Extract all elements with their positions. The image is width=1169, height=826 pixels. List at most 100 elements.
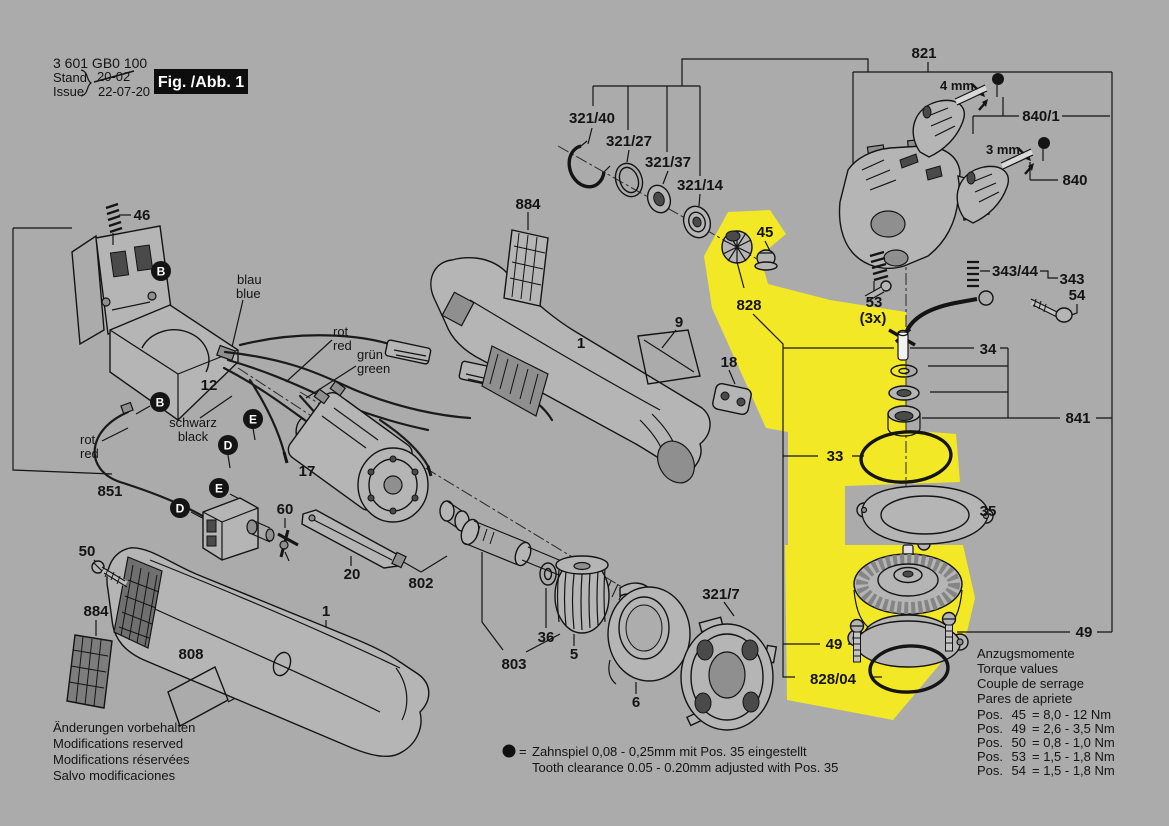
wire-label-gruen: grün (357, 347, 383, 362)
tooth-note-equals: = (519, 744, 527, 759)
part-ring-321-27 (614, 162, 644, 198)
revision-line-en: Modifications reserved (53, 736, 183, 751)
part-o-ring-828-04 (868, 644, 950, 694)
torque-row-pos: Pos. (977, 749, 1003, 764)
callout-841: 841 (1065, 410, 1090, 427)
marker-b-2: B (150, 392, 170, 412)
torque-row-value: = 1,5 - 1,8 Nm (1032, 749, 1115, 764)
callout-20: 20 (344, 566, 361, 583)
part-o-ring-33 (859, 430, 953, 484)
wire-label-red: red (333, 338, 352, 353)
callout-828: 828 (736, 297, 761, 314)
marker-d-1: D (218, 435, 238, 455)
revision-line-es: Salvo modificaciones (53, 768, 176, 783)
callout-50: 50 (79, 543, 96, 560)
part-washer-34 (890, 364, 918, 378)
callout-1-bottom: 1 (322, 603, 330, 620)
callout-802: 802 (408, 575, 433, 592)
callout-808: 808 (178, 646, 203, 663)
part-spring-46 (105, 202, 123, 245)
part-bolt-54 (1030, 298, 1073, 323)
torque-table: Anzugsmomente Torque values Couple de se… (977, 646, 1115, 778)
callout-35: 35 (980, 503, 997, 520)
part-damper-18 (712, 382, 752, 416)
part-handle-housing-1 (106, 547, 430, 758)
callout-1-top: 1 (577, 335, 585, 352)
torque-row-value: = 8,0 - 12 Nm (1032, 707, 1111, 722)
part-brush-plate (71, 225, 173, 346)
part-clamp-housing-821 (838, 138, 990, 270)
torque-heading-en: Torque values (977, 661, 1058, 676)
callout-9: 9 (675, 314, 683, 331)
stand-label: Stand (53, 70, 87, 85)
marker-e-1: E (243, 409, 263, 429)
part-nut-45 (754, 249, 778, 271)
torque-heading-es: Pares de apriete (977, 691, 1072, 706)
header-block: 3 601 GB0 100 Stand Issue 20-02 22-07-20… (53, 55, 248, 99)
wire-label-blau: blau (237, 272, 262, 287)
figure-label-box (154, 69, 248, 94)
part-stator-12 (109, 304, 239, 421)
part-lever-840-1 (912, 99, 965, 158)
part-bearing-321-14 (682, 205, 712, 239)
figure-label: Fig. /Abb. 1 (158, 74, 244, 91)
callout-49-left: 49 (826, 636, 843, 653)
tooth-note-line1: Zahnspiel 0,08 - 0,25mm mit Pos. 35 eing… (532, 744, 807, 759)
leader-lines (12, 58, 1113, 703)
part-label-plate-9 (637, 329, 701, 385)
callout-17: 17 (299, 463, 316, 480)
part-pin-840-1 (954, 73, 1004, 106)
callout-821: 821 (911, 45, 936, 62)
callout-12: 12 (201, 377, 218, 394)
callout-18: 18 (721, 354, 738, 371)
callout-321-40: 321/40 (569, 110, 615, 127)
marker-b-1-label: B (157, 265, 166, 279)
part-pin-34 (897, 329, 909, 361)
part-pin-840 (1000, 137, 1050, 170)
callout-343: 343 (1059, 271, 1084, 288)
callout-labels: 321/40 321/27 321/37 321/14 884 821 4 mm… (79, 45, 1093, 711)
torque-row-value: = 0,8 - 1,0 Nm (1032, 735, 1115, 750)
callout-45: 45 (757, 224, 774, 241)
callout-321-27: 321/27 (606, 133, 652, 150)
callout-343-44: 343/44 (992, 263, 1039, 280)
part-lever-840 (956, 165, 1009, 224)
torque-row-pos: Pos. (977, 735, 1003, 750)
callout-3mm: 3 mm (986, 142, 1020, 157)
torque-row-value: = 1,5 - 1,8 Nm (1032, 763, 1115, 778)
wire-color-labels: blau blue rot red grün green schwarz bla… (80, 272, 390, 461)
part-vent-884-bottom (66, 634, 113, 709)
torque-row-pos: Pos. (977, 707, 1003, 722)
callout-321-14: 321/14 (677, 177, 724, 194)
part-bearing-cup-841 (887, 405, 921, 437)
torque-row-num: 54 (1012, 763, 1026, 778)
marker-e-2: E (209, 478, 229, 498)
part-flange-321-7 (680, 616, 778, 731)
torque-row-value: = 2,6 - 3,5 Nm (1032, 721, 1115, 736)
wire-label-blue: blue (236, 286, 261, 301)
callout-53x: (3x) (860, 310, 887, 327)
marker-e-2-label: E (215, 482, 223, 496)
part-lever-60 (277, 529, 299, 562)
part-spring-343-44 (967, 260, 979, 288)
tooth-clearance-dot-icon (502, 744, 516, 758)
callout-60: 60 (277, 501, 294, 518)
callout-46: 46 (134, 207, 151, 224)
callout-321-37: 321/37 (645, 154, 691, 171)
callout-53: 53 (866, 294, 883, 311)
part-number: 3 601 GB0 100 (53, 55, 147, 71)
callout-4mm: 4 mm (940, 78, 974, 93)
callout-54: 54 (1069, 287, 1086, 304)
issue-value: 22-07-20 (98, 84, 150, 99)
callout-5: 5 (570, 646, 578, 663)
revision-line-fr: Modifications réservées (53, 752, 190, 767)
torque-row-pos: Pos. (977, 721, 1003, 736)
wire-label-rot: rot (333, 324, 349, 339)
part-pinion-828 (721, 230, 753, 264)
torque-row-num: 49 (1012, 721, 1026, 736)
part-label-plate-808 (167, 666, 229, 728)
callout-36: 36 (538, 629, 555, 646)
part-screw-50 (91, 560, 128, 588)
part-motor-armature (287, 380, 429, 523)
callout-828-04: 828/04 (810, 671, 857, 688)
